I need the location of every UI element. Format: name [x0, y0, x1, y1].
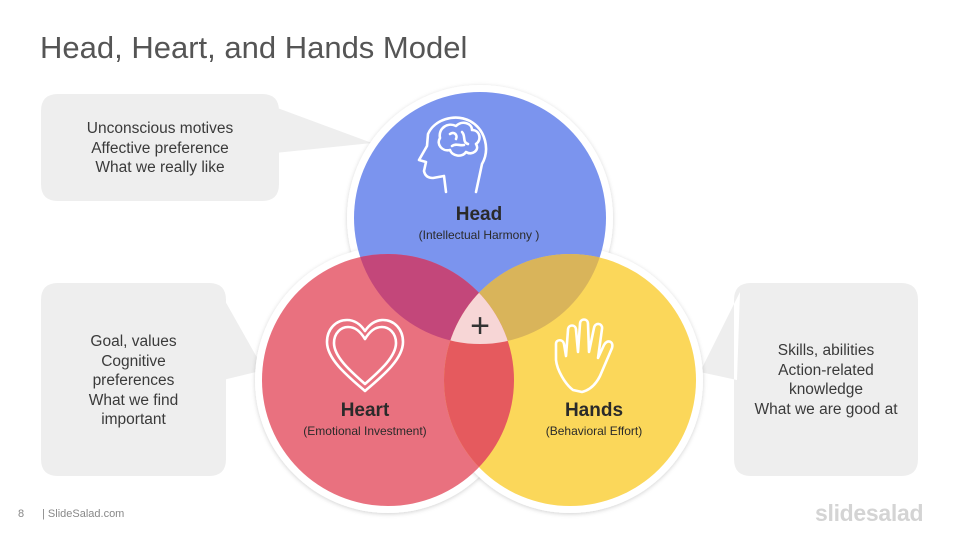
callout-line: Affective preference: [91, 139, 229, 157]
heart-label: Heart: [341, 400, 390, 421]
hand-icon: [554, 318, 614, 394]
callout-line: Skills, abilities: [777, 342, 875, 359]
callout-line: What we find: [88, 391, 179, 409]
callout-line: preferences: [92, 372, 175, 389]
callout-line: Unconscious motives: [86, 120, 234, 137]
callout-line: What we really like: [95, 159, 225, 176]
hands-label: Hands: [565, 400, 623, 421]
heart-icon: [325, 318, 405, 393]
callout-line: knowledge: [788, 381, 864, 398]
hands-sublabel: (Behavioral Effort): [546, 424, 643, 438]
callout-line: Goal, values: [90, 333, 177, 350]
callout-bubble-heart: [41, 283, 264, 476]
page-number: 8: [18, 508, 25, 520]
hands-callout-text: Skills, abilities Action-related knowled…: [734, 341, 918, 419]
callout-line: Action-related: [778, 361, 874, 379]
head-callout-text: Unconscious motives Affective preference…: [41, 119, 279, 178]
head-label: Head: [456, 204, 502, 225]
center-plus-symbol: +: [470, 307, 490, 345]
callout-line: important: [101, 411, 166, 428]
callout-bubble-head: [41, 94, 372, 201]
callout-line: What we are good at: [754, 400, 898, 418]
overlap-head-hands: [444, 254, 606, 344]
footer-site-link: | SlideSalad.com: [42, 508, 125, 520]
slide-title: Head, Heart, and Hands Model: [40, 30, 468, 65]
callout-line: Cognitive: [101, 352, 166, 370]
slidesalad-logo: slidesalad: [815, 500, 924, 526]
heart-sublabel: (Emotional Investment): [303, 424, 426, 438]
head-sublabel: (Intellectual Harmony ): [419, 228, 540, 242]
callout-bubble-hands: [700, 283, 918, 476]
overlap-head-heart: [354, 254, 514, 344]
heart-callout-text: Goal, values Cognitive preferences What …: [41, 332, 226, 430]
brain-head-icon: [417, 116, 488, 194]
